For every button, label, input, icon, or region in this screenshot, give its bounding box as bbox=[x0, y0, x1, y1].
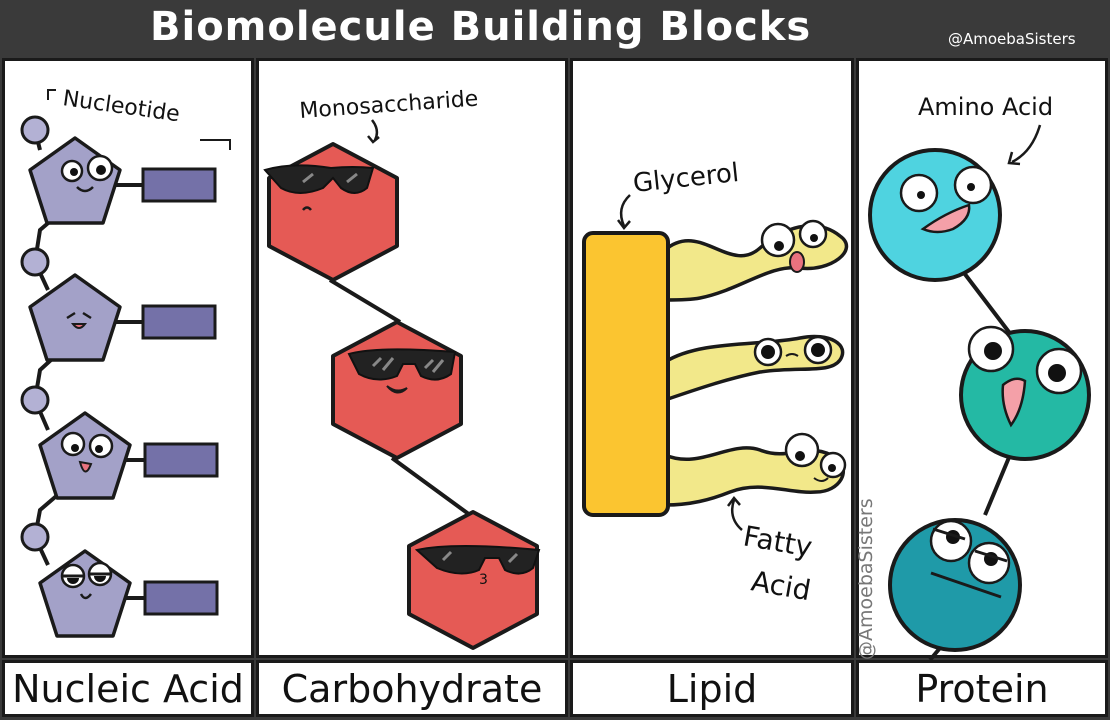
svg-text:3: 3 bbox=[479, 572, 488, 588]
page-title: Biomolecule Building Blocks bbox=[150, 4, 812, 50]
phosphate-3 bbox=[20, 385, 50, 415]
credit-side: @AmoebaSisters bbox=[855, 498, 877, 660]
phosphate-4 bbox=[20, 522, 50, 552]
amino-acid-1 bbox=[868, 148, 1002, 282]
monosaccharide-3: 3 bbox=[407, 510, 541, 650]
annotation-glycerol: Glycerol bbox=[632, 158, 741, 199]
amino-acid-3 bbox=[888, 518, 1022, 652]
phosphate-1 bbox=[20, 115, 50, 145]
nucleotide-1 bbox=[28, 136, 217, 225]
annotation-nucleotide: Nucleotide bbox=[61, 86, 181, 127]
glycosidic-bond bbox=[328, 278, 472, 517]
protein-chain: Amino Acid bbox=[868, 93, 1091, 662]
nucleotide-4 bbox=[38, 549, 219, 638]
nucleotide-2 bbox=[28, 273, 217, 362]
credit-handle: @AmoebaSisters bbox=[948, 30, 1076, 48]
annotation-acid: Acid bbox=[749, 564, 813, 607]
annotation-monosaccharide: Monosaccharide bbox=[299, 87, 479, 124]
glycerol-backbone bbox=[582, 231, 670, 517]
label-lipid: Lipid bbox=[570, 660, 854, 717]
annotation-fatty: Fatty bbox=[741, 519, 815, 564]
bracket bbox=[47, 89, 231, 150]
label-carbohydrate: Carbohydrate bbox=[256, 660, 568, 717]
amino-acid-2 bbox=[959, 325, 1091, 461]
lipid-molecule: Glycerol Fatty Acid @AmoebaSisters bbox=[582, 158, 877, 660]
monosaccharide-1 bbox=[263, 142, 399, 282]
nucleotide-3 bbox=[38, 411, 219, 500]
label-protein: Protein bbox=[856, 660, 1108, 717]
fatty-acid-1 bbox=[663, 219, 849, 302]
fatty-acid-2 bbox=[663, 334, 845, 402]
annotation-amino-acid: Amino Acid bbox=[918, 93, 1053, 121]
carbohydrate-chain: 3 Monosaccharide bbox=[263, 87, 541, 650]
header-bar: Biomolecule Building Blocks @AmoebaSiste… bbox=[0, 0, 1110, 56]
label-nucleic-acid: Nucleic Acid bbox=[2, 660, 254, 717]
phosphate-2 bbox=[20, 247, 50, 277]
nucleotide-chain: Nucleotide bbox=[20, 86, 231, 638]
monosaccharide-2 bbox=[331, 320, 463, 460]
fatty-acid-3 bbox=[663, 432, 847, 507]
